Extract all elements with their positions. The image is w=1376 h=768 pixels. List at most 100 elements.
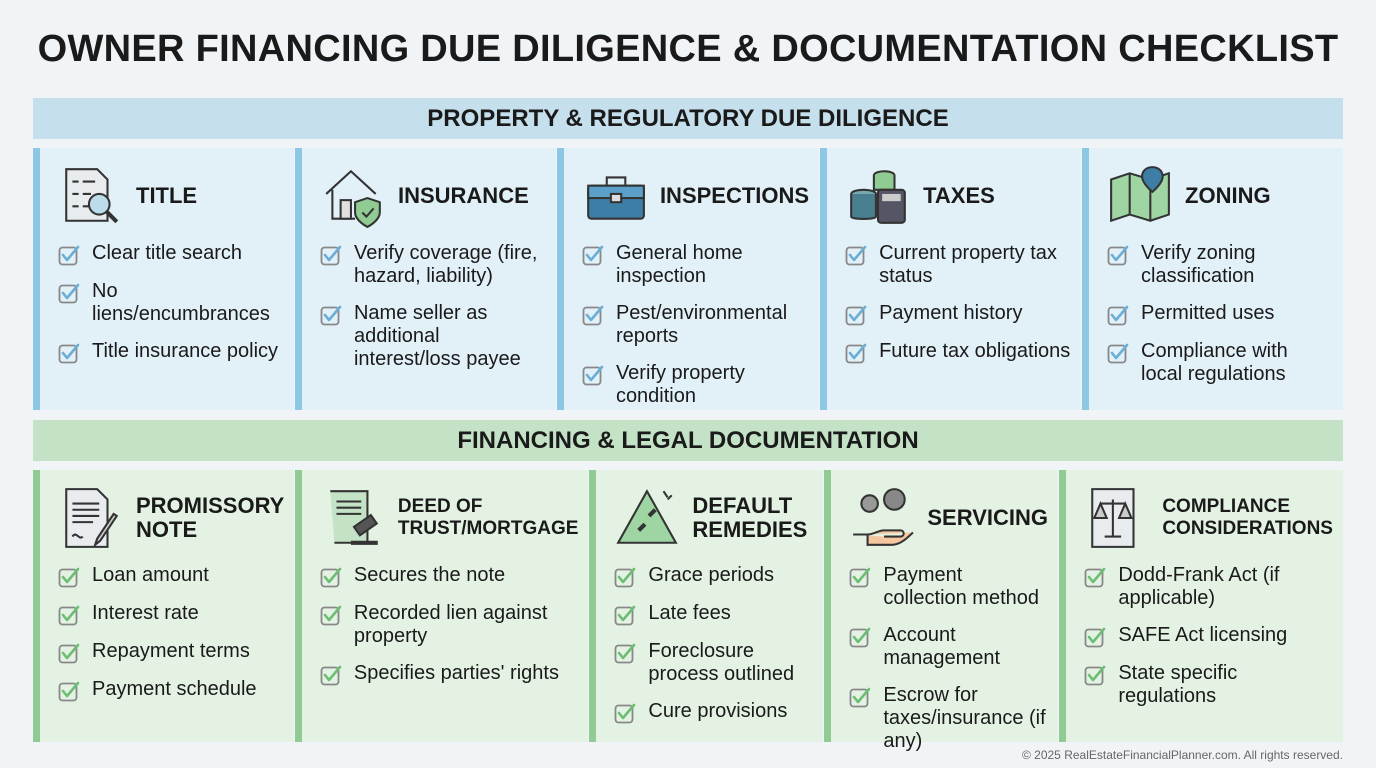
checklist-item-label: Clear title search bbox=[92, 242, 243, 264]
checkbox-checked-icon bbox=[58, 245, 80, 266]
checklist-item-label: Verify property condition bbox=[615, 362, 745, 407]
checkbox-checked-icon bbox=[1107, 245, 1129, 266]
checklist-item: Verify coverage (fire, hazard, liability… bbox=[320, 242, 546, 288]
checklist-item: No liens/encumbrances bbox=[58, 280, 284, 326]
gears-hand-icon bbox=[853, 488, 915, 546]
checklist-item: Pest/environmental reports bbox=[582, 302, 809, 348]
checklist-item: Specifies parties' rights bbox=[320, 662, 579, 686]
checklist-item: Grace periods bbox=[614, 564, 813, 588]
checklist-item-label: Cure provisions bbox=[648, 700, 788, 722]
checkbox-checked-icon bbox=[320, 567, 342, 588]
checklist-item: Current property tax status bbox=[845, 242, 1071, 288]
document-search-icon bbox=[65, 168, 119, 224]
checklist-item-label: Payment collection method bbox=[883, 564, 1040, 609]
section-heading-property: PROPERTY & REGULATORY DUE DILIGENCE bbox=[33, 98, 1343, 139]
checklist-item-label: SAFE Act licensing bbox=[1118, 624, 1288, 646]
checkbox-checked-icon bbox=[582, 365, 604, 386]
checklist-item: State specific regulations bbox=[1084, 662, 1333, 708]
warning-broken-chain-icon bbox=[616, 489, 679, 544]
checklist-item: SAFE Act licensing bbox=[1084, 624, 1333, 648]
card-title: INSPECTIONS bbox=[659, 183, 810, 208]
checklist-card-insurance: INSURANCE Verify coverage (fire, hazard, … bbox=[294, 148, 556, 410]
scales-document-icon bbox=[1091, 488, 1135, 548]
checkbox-checked-icon bbox=[1107, 305, 1129, 326]
checklist-item-label: Loan amount bbox=[92, 564, 209, 586]
card-title: PROMISSORY NOTE bbox=[136, 493, 284, 542]
checklist-item-label: Pest/environmental reports bbox=[615, 302, 788, 347]
checkbox-checked-icon bbox=[58, 283, 80, 304]
card-title: INSURANCE bbox=[397, 183, 529, 208]
checklist-item: Payment history bbox=[845, 302, 1071, 326]
checkbox-checked-icon bbox=[1084, 665, 1106, 686]
checklist-item-label: Interest rate bbox=[92, 602, 199, 624]
checklist-item-label: Verify zoning classification bbox=[1141, 242, 1256, 287]
checklist-item: Recorded lien against property bbox=[320, 602, 579, 648]
checkbox-checked-icon bbox=[615, 643, 636, 664]
card-title: TAXES bbox=[923, 183, 995, 208]
checkbox-checked-icon bbox=[58, 567, 80, 588]
checklist-item: Repayment terms bbox=[58, 640, 284, 664]
checklist-item-label: Account management bbox=[883, 624, 1001, 669]
checklist-item: Payment collection method bbox=[849, 564, 1048, 610]
checklist-card-compliance-considerations: COMPLIANCE CONSIDERATIONS Dodd-Frank Act … bbox=[1059, 470, 1343, 742]
checkbox-checked-icon bbox=[615, 567, 636, 588]
checklist-item: General home inspection bbox=[582, 242, 809, 288]
toolbox-icon bbox=[587, 176, 645, 220]
map-pin-icon bbox=[1110, 166, 1170, 223]
checklist-item-label: Name seller as additional interest/loss … bbox=[353, 302, 521, 370]
checklist-item: Payment schedule bbox=[58, 678, 284, 702]
checkbox-checked-icon bbox=[849, 687, 871, 708]
card-title: DEED OF TRUST/MORTGAGE bbox=[397, 496, 579, 539]
section-heading-financing: FINANCING & LEGAL DOCUMENTATION bbox=[33, 420, 1343, 461]
card-title: SERVICING bbox=[927, 505, 1048, 530]
checkbox-checked-icon bbox=[320, 305, 342, 326]
card-title: COMPLIANCE CONSIDERATIONS bbox=[1162, 496, 1333, 539]
checklist-item-label: Grace periods bbox=[648, 564, 775, 586]
checkbox-checked-icon bbox=[582, 305, 604, 326]
checklist-item-label: Future tax obligations bbox=[879, 340, 1071, 362]
checkbox-checked-icon bbox=[849, 567, 871, 588]
checklist-item-label: General home inspection bbox=[615, 242, 743, 287]
checklist-item-label: Permitted uses bbox=[1141, 302, 1275, 324]
checklist-item: Verify zoning classification bbox=[1107, 242, 1333, 288]
checkbox-checked-icon bbox=[582, 245, 604, 266]
checklist-item: Future tax obligations bbox=[845, 340, 1071, 364]
checklist-item-label: Verify coverage (fire, hazard, liability… bbox=[353, 242, 538, 287]
checklist-item-label: Title insurance policy bbox=[92, 340, 279, 362]
checklist-item: Interest rate bbox=[58, 602, 284, 626]
checkbox-checked-icon bbox=[615, 605, 636, 626]
checklist-item: Verify property condition bbox=[582, 362, 809, 408]
checklist-item: Account management bbox=[849, 624, 1048, 670]
checkbox-checked-icon bbox=[1084, 567, 1106, 588]
copyright: © 2025 RealEstateFinancialPlanner.com. A… bbox=[1021, 748, 1343, 762]
checkbox-checked-icon bbox=[1084, 627, 1106, 648]
checklist-item: Foreclosure process outlined bbox=[614, 640, 813, 686]
checklist-item: Clear title search bbox=[58, 242, 284, 266]
checklist-item-label: Specifies parties' rights bbox=[353, 662, 559, 684]
coins-calculator-icon bbox=[850, 170, 906, 224]
checkbox-checked-icon bbox=[58, 343, 80, 364]
signed-document-icon bbox=[65, 488, 119, 548]
checklist-item-label: Payment schedule bbox=[92, 678, 257, 700]
checklist-item-label: Dodd-Frank Act (if applicable) bbox=[1118, 564, 1280, 609]
checkbox-checked-icon bbox=[58, 605, 80, 626]
checkbox-checked-icon bbox=[849, 627, 871, 648]
page-title: OWNER FINANCING DUE DILIGENCE & DOCUMENT… bbox=[37, 28, 1339, 70]
checkbox-checked-icon bbox=[845, 305, 867, 326]
checklist-item-label: Foreclosure process outlined bbox=[648, 640, 795, 685]
checklist-item: Title insurance policy bbox=[58, 340, 284, 364]
checklist-item-label: Secures the note bbox=[353, 564, 506, 586]
checkbox-checked-icon bbox=[320, 245, 342, 266]
checklist-item-label: Escrow for taxes/insurance (if any) bbox=[883, 684, 1046, 752]
checklist-item-label: State specific regulations bbox=[1118, 662, 1238, 707]
checkbox-checked-icon bbox=[320, 605, 342, 626]
